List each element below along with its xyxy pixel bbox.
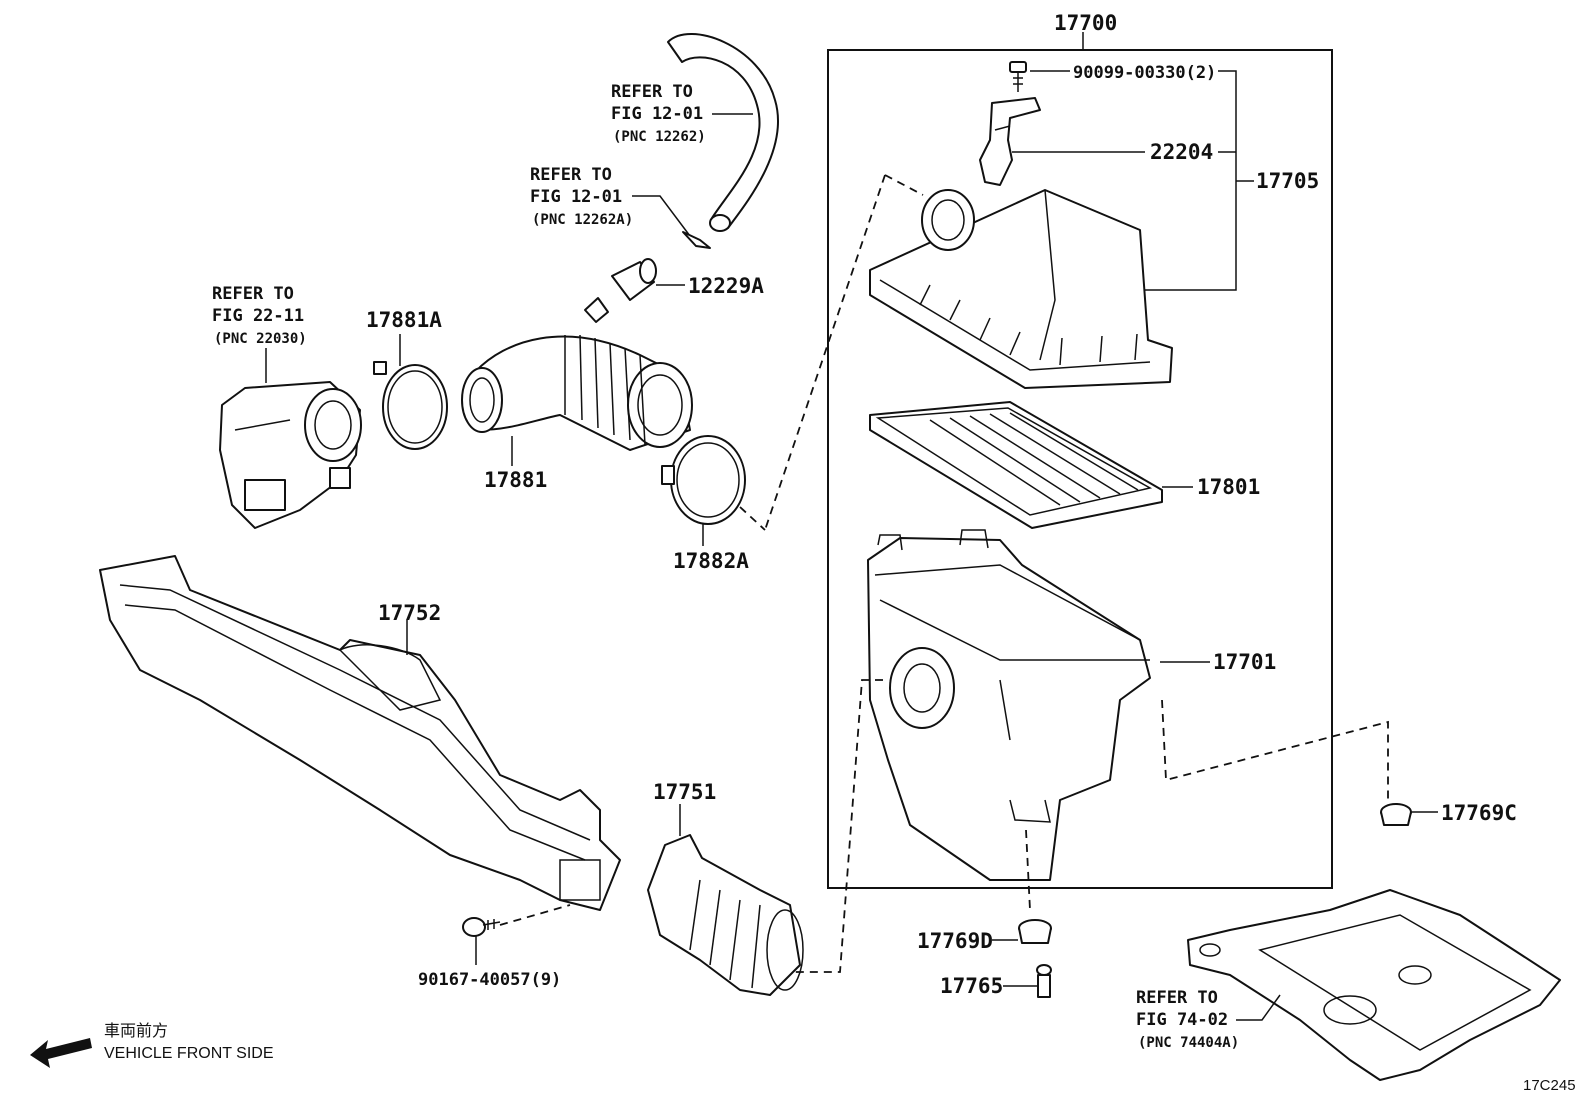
refer-to-12262-line2: FIG 12-01 xyxy=(611,104,703,124)
airflow-sensor-icon-22204 xyxy=(979,97,1041,186)
label-17801[interactable]: 17801 xyxy=(1197,475,1260,499)
inlet-hose-icon-17881 xyxy=(461,297,693,451)
refer-to-22030-line2: FIG 22-11 xyxy=(212,306,304,326)
label-90167-40057[interactable]: 90167-40057(9) xyxy=(418,970,561,990)
vehicle-front-japanese: 車両前方 xyxy=(104,1022,168,1040)
air-cleaner-cap-icon-17705 xyxy=(869,189,1173,389)
refer-to-74404a-line1: REFER TO xyxy=(1136,988,1218,1008)
label-17700[interactable]: 17700 xyxy=(1054,11,1117,35)
refer-to-12262-line1: REFER TO xyxy=(611,82,693,102)
hose-clamp-icon-17882A xyxy=(661,435,746,525)
refer-to-22030-line1: REFER TO xyxy=(212,284,294,304)
figure-code: 17C245 xyxy=(1523,1077,1576,1094)
refer-to-12262a-line3: (PNC 12262A) xyxy=(532,212,633,228)
label-17765[interactable]: 17765 xyxy=(940,974,1003,998)
bolt-icon-90099 xyxy=(1009,61,1027,92)
intake-hose-icon-17751 xyxy=(647,834,804,996)
label-17752[interactable]: 17752 xyxy=(378,601,441,625)
refer-to-12262-line3: (PNC 12262) xyxy=(613,129,706,145)
refer-to-74404a-line2: FIG 74-02 xyxy=(1136,1010,1228,1030)
label-22204[interactable]: 22204 xyxy=(1150,140,1213,164)
label-17701[interactable]: 17701 xyxy=(1213,650,1276,674)
pin-icon-17765 xyxy=(1036,964,1052,998)
grommet-icon-17769D xyxy=(1018,919,1052,944)
label-17751[interactable]: 17751 xyxy=(653,780,716,804)
refer-to-74404a-line3: (PNC 74404A) xyxy=(1138,1035,1239,1051)
vehicle-front-english: VEHICLE FRONT SIDE xyxy=(104,1045,274,1062)
hose-clip-icon xyxy=(682,231,711,249)
label-17882A[interactable]: 17882A xyxy=(673,549,749,573)
refer-to-12262a-line2: FIG 12-01 xyxy=(530,187,622,207)
label-17881A[interactable]: 17881A xyxy=(366,308,442,332)
air-cleaner-case-icon-17701 xyxy=(867,529,1151,881)
bolt-icon-90167 xyxy=(462,917,501,937)
union-fitting-icon-12229A xyxy=(611,258,657,301)
refer-to-22030-line3: (PNC 22030) xyxy=(214,331,307,347)
breather-hose-icon xyxy=(667,33,779,232)
assembly-box-17700 xyxy=(827,49,1333,889)
label-90099-00330[interactable]: 90099-00330(2) xyxy=(1073,63,1216,83)
grommet-icon-17769C xyxy=(1380,803,1412,826)
air-filter-icon-17801 xyxy=(869,401,1163,529)
hose-clamp-icon-17881A xyxy=(373,361,448,450)
intake-duct-icon-17752 xyxy=(99,555,621,911)
label-17769D[interactable]: 17769D xyxy=(917,929,993,953)
label-17881[interactable]: 17881 xyxy=(484,468,547,492)
label-17705[interactable]: 17705 xyxy=(1256,169,1319,193)
label-17769C[interactable]: 17769C xyxy=(1441,801,1517,825)
throttle-body-icon xyxy=(219,381,362,529)
vehicle-front-arrow-icon xyxy=(30,1038,92,1068)
label-12229A[interactable]: 12229A xyxy=(688,274,764,298)
refer-to-12262a-line1: REFER TO xyxy=(530,165,612,185)
engine-under-cover-icon xyxy=(1187,889,1561,1081)
